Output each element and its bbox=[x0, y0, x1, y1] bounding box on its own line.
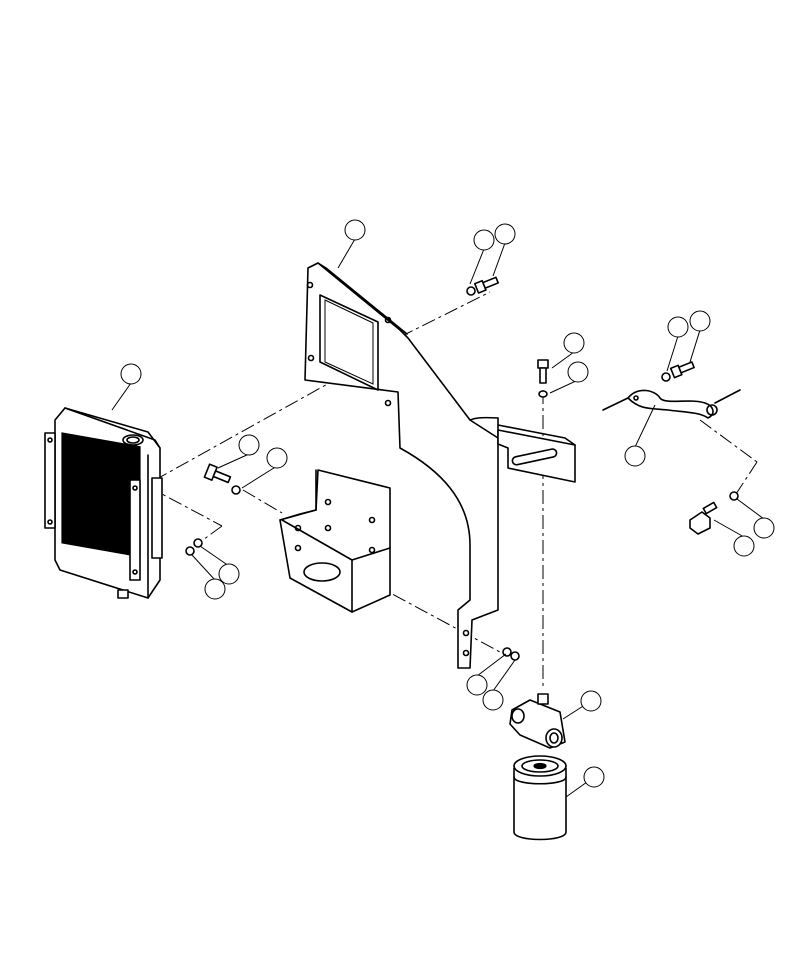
callout-bubble bbox=[753, 517, 775, 539]
callout-leader-lines bbox=[111, 238, 765, 798]
hose-clamp bbox=[602, 389, 741, 419]
callout-bubble bbox=[120, 363, 142, 385]
callout-bubble bbox=[580, 690, 602, 712]
callout-bubble bbox=[624, 445, 646, 467]
filter-head bbox=[509, 693, 566, 749]
breather-fitting bbox=[689, 501, 718, 535]
callout-bubble bbox=[689, 310, 711, 332]
callout-bubble bbox=[266, 447, 288, 469]
filter-cartridge bbox=[513, 755, 567, 841]
callout-bubble bbox=[238, 434, 260, 456]
callout-bubble bbox=[473, 229, 495, 251]
callout-bubble bbox=[733, 535, 755, 557]
side-tab-bracket bbox=[497, 424, 576, 483]
fasteners bbox=[185, 276, 739, 661]
callout-bubble bbox=[494, 223, 516, 245]
callout-bubble bbox=[218, 563, 240, 585]
callout-bubble bbox=[567, 361, 589, 383]
callout-bubble bbox=[344, 219, 366, 241]
main-mounting-bracket bbox=[304, 262, 499, 669]
oil-cooler-radiator bbox=[44, 407, 163, 599]
callout-bubble bbox=[204, 578, 226, 600]
callout-bubble bbox=[563, 332, 585, 354]
angle-bracket bbox=[279, 469, 391, 613]
callout-bubble bbox=[583, 766, 605, 788]
callout-bubble bbox=[667, 316, 689, 338]
callout-bubble bbox=[466, 674, 488, 696]
callout-bubble bbox=[482, 689, 504, 711]
callout-bubbles bbox=[120, 219, 775, 788]
